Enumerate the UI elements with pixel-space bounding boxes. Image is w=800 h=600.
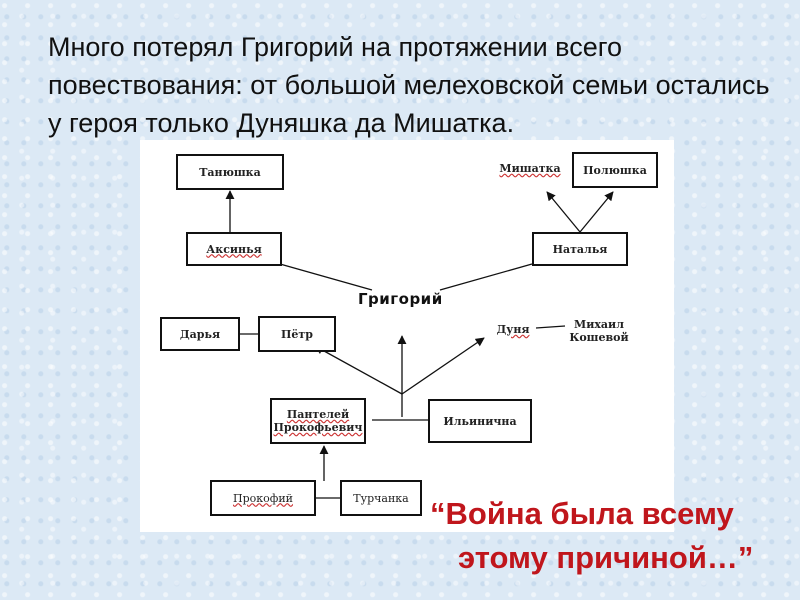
- node-tanyushka-label: Танюшка: [199, 165, 261, 179]
- node-prokofiy-label: Прокофий: [232, 491, 294, 505]
- node-aksinya-label: Аксинья: [206, 242, 262, 256]
- family-tree-diagram: Танюшка Мишатка Полюшка Аксинья Наталья …: [140, 140, 674, 532]
- node-ilyinichna: Ильинична: [428, 399, 532, 443]
- node-dunya-label: Дуня: [496, 323, 530, 336]
- node-natalya: Наталья: [532, 232, 628, 266]
- node-panteley-label: Пантелей Прокофьевич: [273, 408, 363, 434]
- arrow-to-dunya: [401, 337, 485, 395]
- line-dunya-mikhail: [535, 325, 566, 329]
- node-petr-label: Пётр: [281, 327, 313, 341]
- node-polyushka: Полюшка: [572, 152, 658, 188]
- center-grigoriy: Григорий: [358, 290, 443, 308]
- arrow-to-petr: [314, 345, 403, 395]
- node-petr: Пётр: [258, 316, 336, 352]
- node-mishatka-label: Мишатка: [499, 162, 561, 175]
- node-dunya: Дуня: [490, 323, 536, 336]
- node-tanyushka: Танюшка: [176, 154, 284, 190]
- node-darya: Дарья: [160, 317, 240, 351]
- arrow-natalya-mishatka: [546, 191, 581, 233]
- node-mishatka: Мишатка: [498, 162, 562, 175]
- node-mikhail-koshevoy: Михаил Кошевой: [569, 318, 629, 344]
- quote-line-1-text: Война была всему: [445, 496, 734, 531]
- quote-open-mark: “: [430, 496, 446, 531]
- quote-line-2: этому причиной…”: [458, 538, 753, 578]
- node-aksinya: Аксинья: [186, 232, 282, 266]
- node-ilyinichna-label: Ильинична: [443, 414, 517, 428]
- node-polyushka-label: Полюшка: [583, 163, 647, 177]
- node-panteley: Пантелей Прокофьевич: [270, 398, 366, 444]
- node-turchanka-label: Турчанка: [353, 491, 409, 505]
- line-natalya-grigoriy: [439, 263, 533, 291]
- line-aksinya-grigoriy: [279, 263, 373, 291]
- quote-close-mark: ”: [737, 540, 754, 575]
- quote-line-1: “Война была всему: [430, 494, 734, 534]
- node-darya-label: Дарья: [179, 327, 221, 341]
- intro-text: Много потерял Григорий на протяжении все…: [48, 32, 770, 138]
- node-turchanka: Турчанка: [340, 480, 422, 516]
- node-natalya-label: Наталья: [552, 242, 608, 256]
- arrow-natalya-polyushka: [579, 191, 614, 233]
- quote-line-2-text: этому причиной…: [458, 540, 738, 575]
- node-prokofiy: Прокофий: [210, 480, 316, 516]
